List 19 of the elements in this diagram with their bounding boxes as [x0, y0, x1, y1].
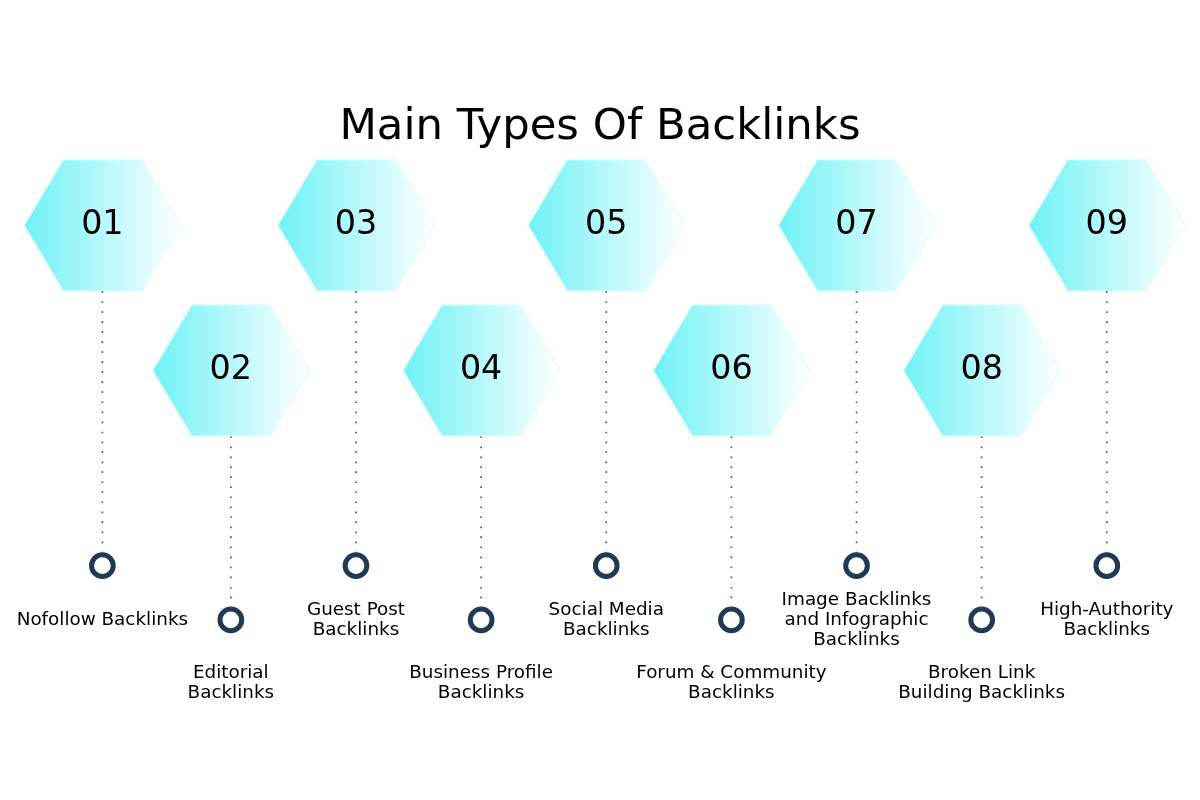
node-circle: [467, 606, 495, 633]
node-label: Social Media Backlinks: [548, 597, 664, 639]
node-label: Editorial Backlinks: [187, 660, 275, 702]
node-circle: [592, 551, 620, 579]
node-label: Guest Post Backlinks: [306, 597, 406, 639]
node-circle: [968, 606, 995, 633]
node-circle: [89, 551, 116, 579]
node-label: Forum & Community Backlinks: [636, 660, 827, 702]
node-label: Image Backlinks and Infographic Backlinks: [781, 587, 932, 649]
node-circle: [217, 606, 245, 633]
node-circle: [843, 551, 870, 579]
node-circle: [342, 551, 370, 579]
node-circle: [718, 606, 745, 633]
node-label: High-Authority Backlinks: [1040, 597, 1174, 639]
node-label: Business Profile Backlinks: [409, 660, 553, 702]
diagram-title: Main Types Of Backlinks: [339, 98, 861, 149]
node-label: Nofollow Backlinks: [16, 607, 189, 629]
node-label: Broken Link Building Backlinks: [898, 660, 1066, 702]
node-circle: [1093, 551, 1121, 579]
